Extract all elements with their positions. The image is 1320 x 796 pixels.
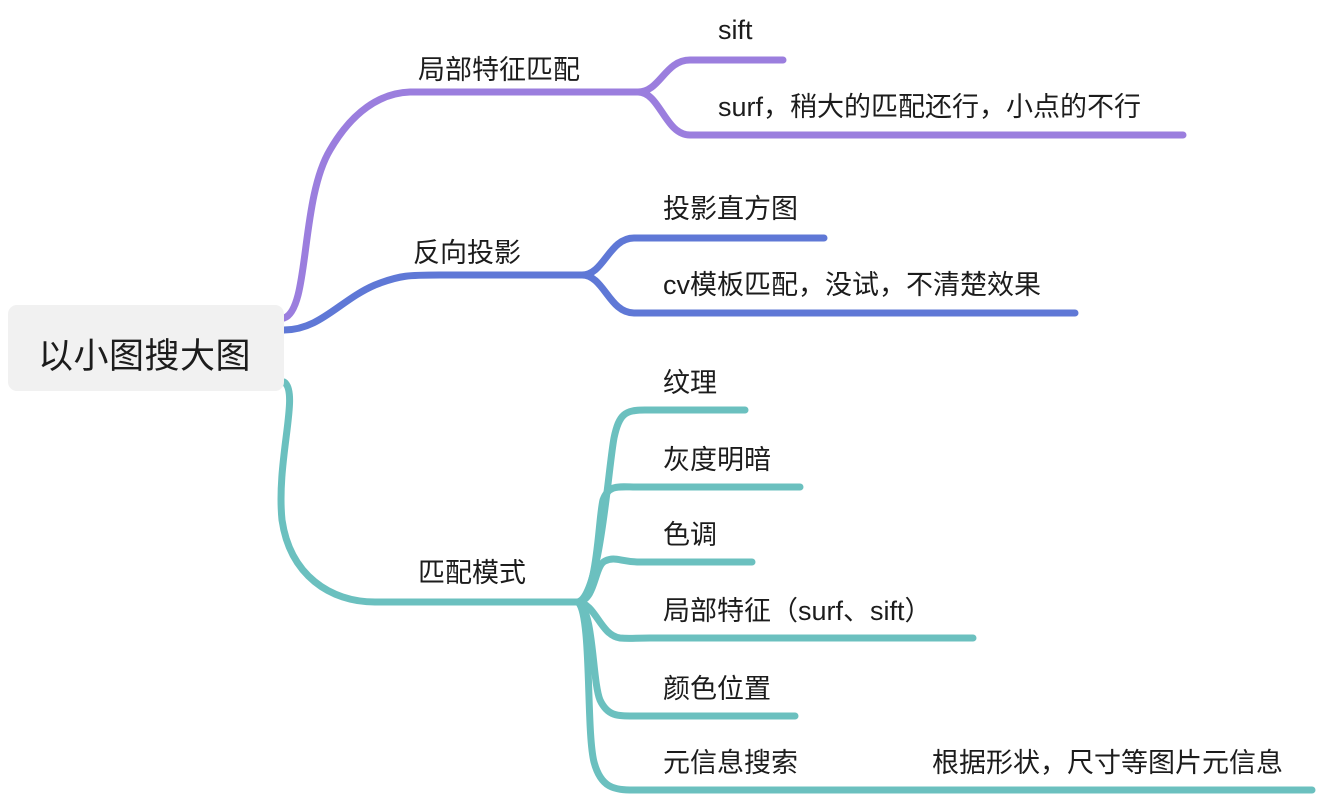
connector-root-to-local-feature — [280, 88, 642, 322]
leaf-label-texture[interactable]: 纹理 — [663, 368, 717, 398]
leaf-label-sift[interactable]: sift — [718, 15, 753, 45]
connector-match-mode-to-meta-info — [574, 598, 1316, 794]
root-node-box[interactable] — [8, 305, 284, 391]
connector-match-mode-to-local-feature — [574, 598, 977, 642]
connector-root-to-match-mode — [277, 378, 582, 606]
root-node-label: 以小图搜大图 — [38, 337, 252, 376]
connector-local-feature-to-sift — [634, 56, 787, 96]
branch-label-local-feature-match[interactable]: 局部特征匹配 — [418, 55, 580, 85]
leaf-annotation-meta-info: 根据形状，尺寸等图片元信息 — [932, 748, 1283, 778]
connector-back-projection-to-cv-template — [578, 271, 1079, 317]
connector-root-to-back-projection — [280, 271, 586, 334]
leaf-label-local-feature-surf-sift[interactable]: 局部特征（surf、sift） — [663, 596, 932, 626]
leaf-label-color-position[interactable]: 颜色位置 — [663, 674, 771, 704]
leaf-label-gray-brightness[interactable]: 灰度明暗 — [663, 445, 771, 475]
connector-local-feature-to-surf — [634, 88, 1187, 139]
leaf-label-cv-template-match[interactable]: cv模板匹配，没试，不清楚效果 — [663, 270, 1041, 300]
leaf-label-meta-info-search[interactable]: 元信息搜索 — [663, 748, 798, 778]
connector-match-mode-to-hue — [574, 555, 756, 606]
branch-label-match-mode[interactable]: 匹配模式 — [418, 558, 526, 588]
leaf-label-hue[interactable]: 色调 — [663, 520, 717, 550]
leaf-label-projection-histogram[interactable]: 投影直方图 — [663, 194, 798, 224]
leaf-label-surf[interactable]: surf，稍大的匹配还行，小点的不行 — [718, 92, 1142, 122]
branch-label-back-projection[interactable]: 反向投影 — [413, 238, 521, 268]
